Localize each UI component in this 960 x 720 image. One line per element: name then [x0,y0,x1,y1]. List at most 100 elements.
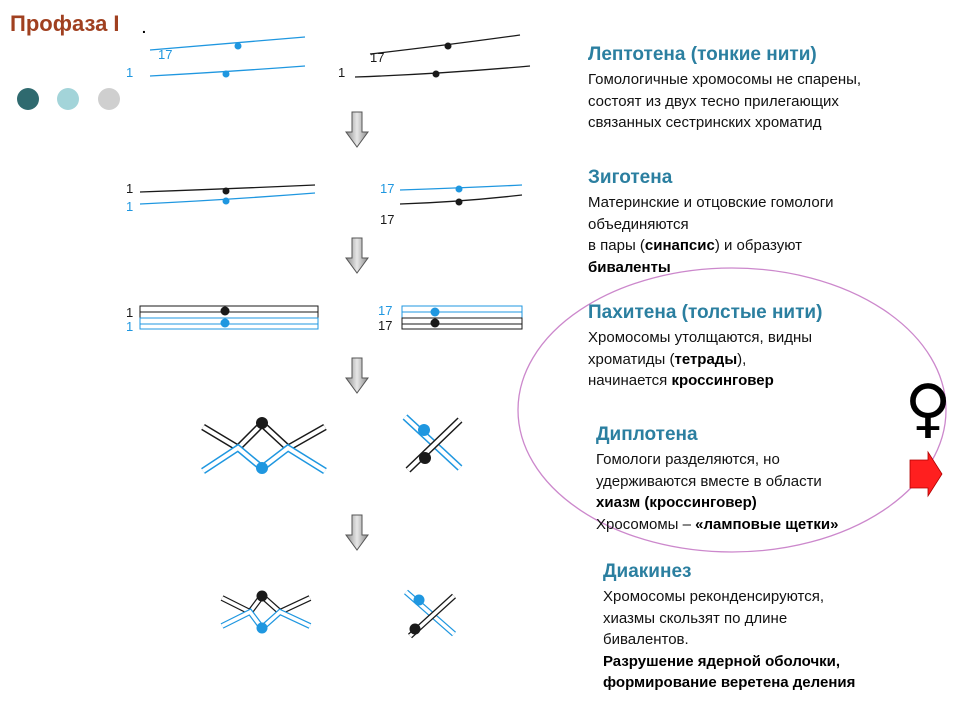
stage-zygotene: Зиготена Материнские и отцовские гомолог… [588,167,948,278]
female-symbol-icon: ♀ [905,372,952,446]
label-1-blue: 1 [126,65,133,80]
centromere-black [222,187,230,195]
down-arrow-icon [345,514,369,551]
zygotene-diagram: 1 1 17 17 [126,181,523,227]
centromere-black [256,590,268,602]
stage-description: Гомологи разделяются, но удерживаются вме… [596,449,956,535]
stage-title: Диплотена [596,424,698,445]
bold-term: тетрады [674,350,738,368]
text-segment: Гомологи разделяются, но [596,451,780,468]
text-segment: Хромосомы реконденсируются, [603,588,825,605]
leptotene-diagram: 17 1 17 1 [126,34,531,80]
description-line: формирование веретена деления [603,672,960,694]
description-line: хроматиды (тетрады), [588,349,948,371]
text-segment: Материнские и отцовские гомологи [588,194,834,211]
description-line: биваленты [588,257,948,279]
diplotene-diagram [201,414,463,474]
label-1-blue: 1 [126,319,133,334]
centromere-black [444,42,452,50]
label-1-black: 1 [338,65,345,80]
down-arrow-icon [345,111,369,148]
label-1-blue: 1 [126,199,133,214]
label-17-blue: 17 [378,303,392,318]
centromere-black [419,452,431,464]
text-segment: хроматиды ( [588,350,675,368]
bold-term: хиазм (кроссинговер) [596,494,757,511]
centromere-blue [455,185,463,193]
centromere-black [220,306,230,316]
text-segment: объединяются [588,215,689,233]
description-line: Гомологи разделяются, но [596,449,956,471]
chromosome-17-blue-strand [149,36,306,51]
stage-description: Материнские и отцовские гомологи объединя… [588,192,948,278]
stage-title: Зиготена [588,167,673,188]
text-segment: Хросомомы – [596,515,696,533]
text-segment: Хромосомы утолщаются, видны [588,329,813,346]
stage-description: Хромосомы реконденсируются, хиазмы скольз… [603,586,960,694]
description-line: Хромосомы реконденсируются, [603,586,960,608]
highlight-ellipse [517,267,947,553]
homolog-black-inner [406,418,462,472]
centromere-blue [222,70,230,78]
description-line: удерживаются вместе в области [596,471,956,493]
centromere-black [432,70,440,78]
text-segment: состоят из двух тесно прилегающих [588,92,839,110]
text-segment: хиазмы скользят по длине [603,609,788,627]
diakinesis-diagram [220,589,457,639]
centromere-blue [222,197,230,205]
stage-diakinesis: Диакинез Хромосомы реконденсируются, хиаз… [603,561,960,694]
description-line: Разрушение ядерной оболочки, [603,651,960,673]
decor-dot-2 [57,88,79,110]
bold-term: Разрушение ядерной оболочки, [603,652,841,670]
label-17-black: 17 [378,318,392,333]
chromatid-black-outline [401,323,523,330]
chromosome-1-black-strand [354,65,531,78]
chromatid-blue-outline [401,311,523,319]
centromere-black [430,318,440,328]
bold-term: формирование веретена деления [603,674,856,691]
text-segment: Гомологичные хромосомы не спарены, [588,71,862,88]
label-1-black: 1 [126,305,133,320]
description-line: начинается кроссинговер [588,370,948,392]
down-arrow-icon [345,237,369,274]
bold-term: «ламповые щетки» [695,515,839,533]
description-line: хиазмы скользят по длине [603,608,960,630]
stage-description: Хромосомы утолщаются, видны хроматиды (те… [588,327,948,392]
centromere-blue [430,307,440,317]
text-segment: бивалентов. [603,631,689,648]
description-line: Хромосомы утолщаются, видны [588,327,948,349]
description-line: хиазм (кроссинговер) [596,492,956,514]
description-line: Гомологичные хромосомы не спарены, [588,69,948,91]
stage-diplotene: Диплотена Гомологи разделяются, но удержи… [596,424,956,535]
centromere-blue [256,462,268,474]
pachytene-diagram: 1 1 17 17 [126,303,523,334]
chromatid-black-outline [401,317,523,325]
text-segment: ), [737,350,747,368]
stage-title: Диакинез [603,561,692,582]
text-segment: в пары ( [588,237,645,254]
text-segment: удерживаются вместе в области [596,472,822,490]
text-segment: начинается [588,372,672,389]
label-17-blue: 17 [158,47,172,62]
label-17-blue: 17 [380,181,394,196]
decor-dot-3 [98,88,120,110]
description-line: в пары (синапсис) и образуют [588,235,948,257]
stage-description: Гомологичные хромосомы не спарены, состоя… [588,69,948,134]
centromere-blue [418,424,430,436]
centromere-black [455,198,463,206]
label-17-black: 17 [380,212,394,227]
stage-title: Пахитена (толстые нити) [588,302,823,323]
description-line: бивалентов. [603,629,960,651]
stage-leptotene: Лептотена (тонкие нити) Гомологичные хро… [588,44,948,134]
bold-term: кроссинговер [671,372,774,389]
text-segment: ) и образуют [714,237,802,254]
down-arrow-icon [345,357,369,394]
chromosome-17-black-strand [369,34,521,55]
centromere-blue [220,318,230,328]
slide-title: Профаза I [10,11,120,36]
description-line: Материнские и отцовские гомологи [588,192,948,214]
chromatid-blue-outline [401,305,523,313]
centromere-black [409,623,421,635]
description-line: связанных сестринских хроматид [588,112,948,134]
title-mark: . [142,20,146,36]
